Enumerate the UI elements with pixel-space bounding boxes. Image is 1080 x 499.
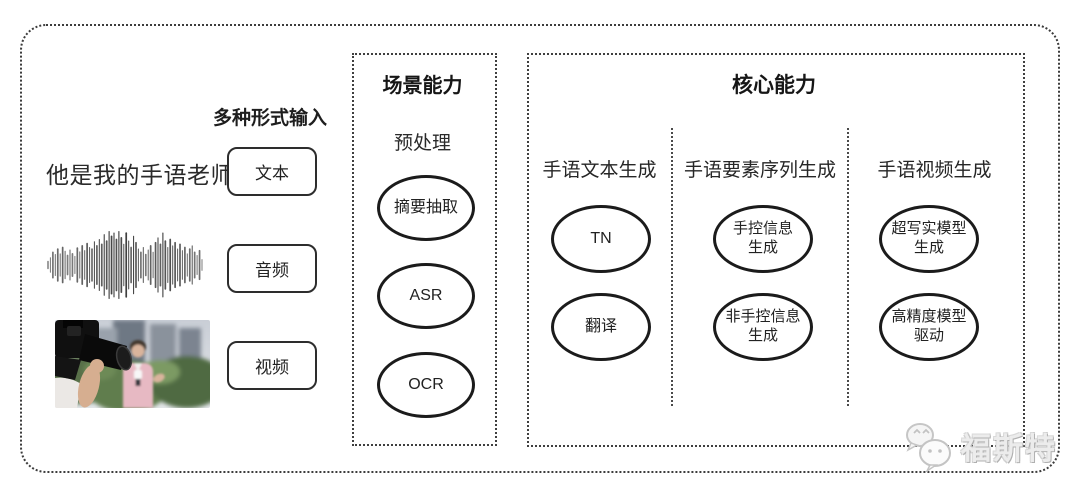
- preprocess-label: 预处理: [393, 133, 451, 154]
- chat-bubbles-icon: [906, 423, 951, 472]
- input-section-label: 多种形式输入: [212, 108, 327, 129]
- audio-type-label: 音频: [255, 261, 289, 280]
- column-header-text-generation: 手语文本生成: [542, 160, 657, 181]
- text-input-sample: 他是我的手语老师: [46, 162, 234, 188]
- scene-capability-title: 场景能力: [382, 75, 463, 97]
- column-divider-1: [671, 128, 673, 406]
- node-translation: 翻译: [551, 293, 651, 361]
- node-summary-extraction: 摘要抽取: [377, 175, 475, 241]
- node-tn: TN: [551, 205, 651, 273]
- node-high-precision-model-driving: 高精度模型 驱动: [879, 293, 979, 361]
- text-type-label: 文本: [255, 164, 289, 183]
- video-thumbnail-graphic: [55, 320, 210, 408]
- column-divider-2: [847, 128, 849, 406]
- core-capability-title: 核心能力: [732, 74, 816, 97]
- node-ocr: OCR: [377, 352, 475, 418]
- watermark-text: 福斯特: [961, 433, 1057, 466]
- node-hyperrealistic-model-generation: 超写实模型 生成: [879, 205, 979, 273]
- column-header-video-generation: 手语视频生成: [877, 160, 992, 181]
- audio-type-box: 音频: [227, 244, 317, 293]
- scene-capability-box: [352, 53, 497, 446]
- column-header-element-sequence-generation: 手语要素序列生成: [683, 160, 836, 181]
- video-type-label: 视频: [255, 358, 289, 377]
- audio-waveform: [44, 228, 206, 302]
- node-non-manual-info-generation: 非手控信息 生成: [713, 293, 813, 361]
- audio-waveform-svg: [47, 230, 203, 300]
- outer-dotted-border: [20, 24, 1060, 473]
- node-manual-info-generation: 手控信息 生成: [713, 205, 813, 273]
- video-input-thumbnail: [55, 320, 210, 408]
- video-type-box: 视频: [227, 341, 317, 390]
- node-asr: ASR: [377, 263, 475, 329]
- core-capability-box: [527, 53, 1025, 447]
- watermark: 福斯特: [903, 420, 1057, 472]
- text-type-box: 文本: [227, 147, 317, 196]
